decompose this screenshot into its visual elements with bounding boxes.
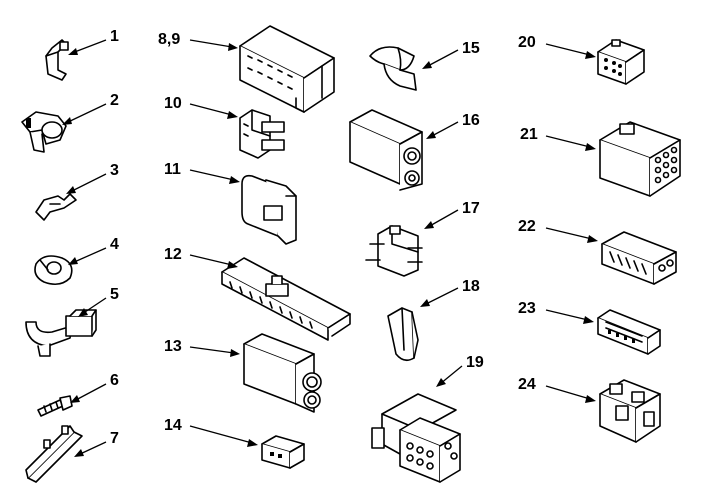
leader-16-arrowhead <box>426 131 436 139</box>
part-7-strip <box>25 425 83 483</box>
callout-label-6: 6 <box>110 372 119 389</box>
leader-19-arrowhead <box>436 378 446 387</box>
leader-1 <box>71 39 107 54</box>
callout-label-18: 18 <box>462 278 480 295</box>
leader-4 <box>71 247 107 264</box>
callout-label-15: 15 <box>462 40 480 57</box>
part-6-screw <box>37 395 73 417</box>
callout-label-7: 7 <box>110 430 119 447</box>
callout-label-16: 16 <box>462 112 480 129</box>
leader-7 <box>77 441 107 456</box>
part-20-connector <box>597 39 645 85</box>
part-2-clamp <box>21 111 67 153</box>
callout-label-2: 2 <box>110 92 119 109</box>
leader-23 <box>545 309 589 321</box>
leader-10-arrowhead <box>227 111 238 119</box>
part-14-connector <box>261 435 305 469</box>
callout-label-13: 13 <box>164 338 182 355</box>
callout-label-11: 11 <box>164 161 181 178</box>
part-24-connector <box>599 379 661 443</box>
part-13-housing <box>243 333 322 413</box>
leader-12 <box>189 254 233 266</box>
leader-4-arrowhead <box>68 257 78 265</box>
leader-lines <box>62 39 598 457</box>
leader-15 <box>425 49 459 68</box>
leader-24-arrowhead <box>585 395 596 403</box>
callout-label-3: 3 <box>110 162 119 179</box>
leader-17-arrowhead <box>424 221 434 229</box>
leader-1-arrowhead <box>68 48 78 55</box>
callout-label-20: 20 <box>518 34 536 51</box>
callout-label-12: 12 <box>164 246 182 263</box>
leader-19 <box>439 365 463 385</box>
leader-20 <box>545 43 591 56</box>
leader-11 <box>189 169 235 181</box>
leader-3-arrowhead <box>66 186 76 194</box>
callout-label-22: 22 <box>518 218 536 235</box>
part-5-clamp <box>25 309 97 357</box>
leader-15-arrowhead <box>422 61 432 69</box>
leader-22 <box>545 227 593 240</box>
callout-label-19: 19 <box>466 354 484 371</box>
leader-11-arrowhead <box>229 176 240 184</box>
callout-label-21: 21 <box>520 126 538 143</box>
callout-label-24: 24 <box>518 376 536 393</box>
part-23-connector <box>597 309 661 355</box>
leader-5-arrowhead <box>78 308 88 317</box>
part-10-connector <box>239 109 285 159</box>
callout-label-8-9: 8,9 <box>158 31 181 48</box>
part-12-strip-connector <box>221 257 351 341</box>
part-21-connector <box>599 121 681 197</box>
part-22-connector <box>601 231 677 285</box>
part-16-housing <box>349 109 423 191</box>
part-1-clip <box>45 39 69 81</box>
leader-5 <box>81 297 107 315</box>
leader-24 <box>545 385 591 400</box>
leader-20-arrowhead <box>585 51 596 59</box>
leader-3 <box>69 173 107 193</box>
leader-21-arrowhead <box>585 143 596 151</box>
leader-18 <box>423 287 459 306</box>
part-15-clip <box>369 46 417 91</box>
leader-7-arrowhead <box>74 449 84 457</box>
part-3-clip <box>35 193 77 221</box>
callout-label-4: 4 <box>110 236 119 253</box>
part-18-clip <box>387 307 419 362</box>
leader-18-arrowhead <box>420 299 430 307</box>
leader-14 <box>189 425 253 444</box>
leader-13 <box>189 346 235 354</box>
part-8-9-connector <box>239 25 335 113</box>
leader-8-9 <box>189 39 233 48</box>
leader-13-arrowhead <box>230 349 240 357</box>
callout-label-23: 23 <box>518 300 536 317</box>
leader-2-arrowhead <box>62 117 72 125</box>
leader-10 <box>189 103 233 116</box>
leader-21 <box>545 135 591 148</box>
leader-8-9-arrowhead <box>228 43 238 51</box>
callout-label-1: 1 <box>110 28 119 45</box>
part-11-housing <box>241 174 297 245</box>
leader-12-arrowhead <box>227 261 238 269</box>
callout-label-5: 5 <box>110 286 119 303</box>
part-19-connector <box>371 393 461 483</box>
leader-2 <box>65 103 107 124</box>
leader-23-arrowhead <box>583 316 594 324</box>
leader-14-arrowhead <box>247 439 258 447</box>
leader-17 <box>427 209 459 228</box>
leader-22-arrowhead <box>587 235 598 243</box>
part-4-ring <box>34 255 73 286</box>
callout-label-14: 14 <box>164 417 182 434</box>
callout-label-10: 10 <box>164 95 182 112</box>
part-17-connector <box>365 225 423 277</box>
leader-6-arrowhead <box>70 395 80 403</box>
callout-label-17: 17 <box>462 200 480 217</box>
leader-16 <box>429 121 459 138</box>
leader-6 <box>73 383 107 402</box>
